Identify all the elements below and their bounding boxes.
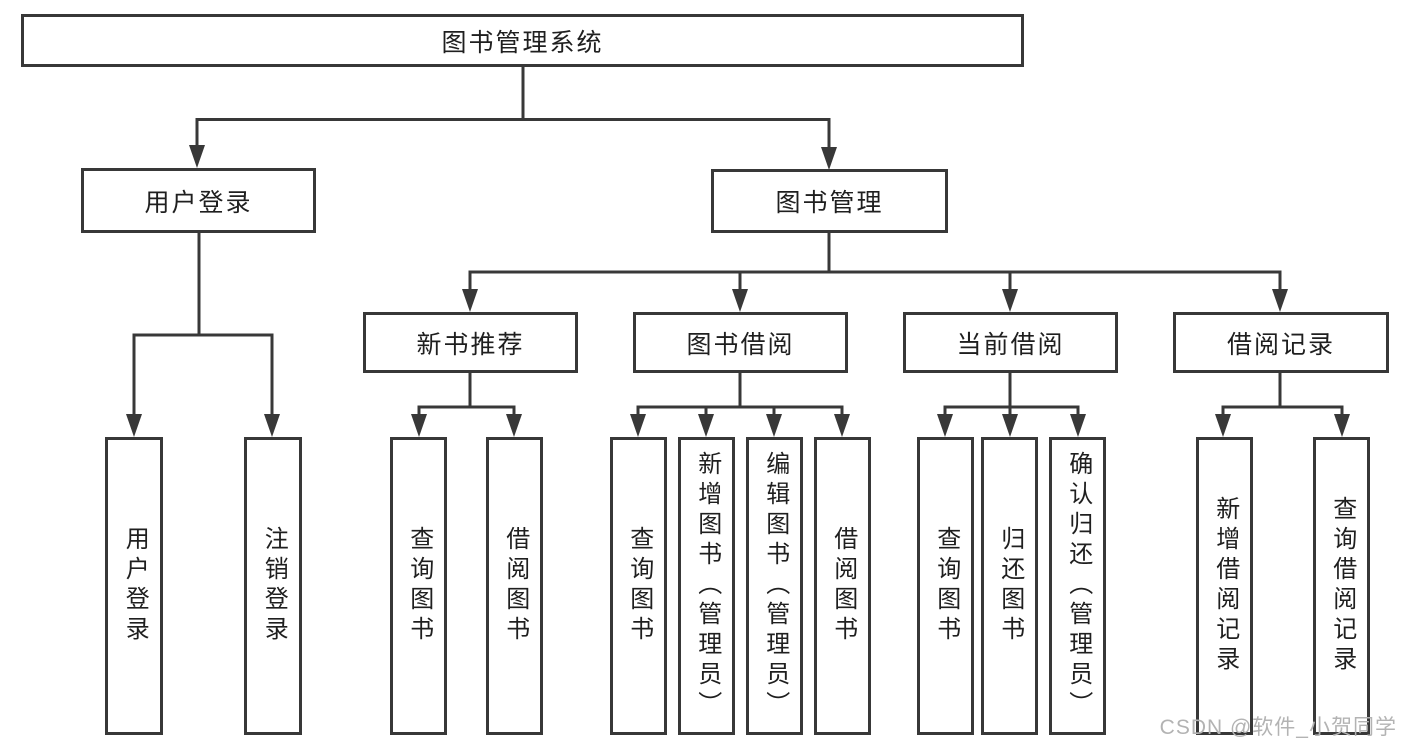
node-user-login-label: 用户登录	[144, 188, 253, 217]
node-book-management-label: 图书管理	[775, 189, 884, 217]
leaf-confirm-return-admin-label: 确认归还（管理员）	[1064, 451, 1092, 721]
leaf-borrow-books-recommend-label: 借阅图书	[501, 526, 529, 646]
leaf-add-borrow-record-label: 新增借阅记录	[1211, 496, 1239, 676]
leaf-return-books-label: 归还图书	[996, 526, 1024, 646]
leaf-borrow-books-recommend: 借阅图书	[486, 437, 543, 735]
leaf-query-borrow-record-label: 查询借阅记录	[1328, 496, 1356, 676]
node-book-borrowing-label: 图书借阅	[686, 330, 795, 359]
node-new-book-recommend-label: 新书推荐	[416, 330, 525, 359]
leaf-query-books-recommend: 查询图书	[390, 437, 447, 735]
leaf-borrow-books: 借阅图书	[814, 437, 871, 735]
leaf-add-borrow-record: 新增借阅记录	[1196, 437, 1253, 735]
leaf-add-book-admin: 新增图书（管理员）	[678, 437, 735, 735]
leaf-edit-book-admin: 编辑图书（管理员）	[746, 437, 803, 735]
leaf-query-books-borrowing-label: 查询图书	[625, 526, 653, 646]
node-root-label: 图书管理系统	[441, 28, 604, 57]
leaf-return-books: 归还图书	[981, 437, 1038, 735]
node-root: 图书管理系统	[21, 14, 1024, 67]
leaf-add-book-admin-label: 新增图书（管理员）	[693, 451, 721, 721]
node-user-login: 用户登录	[81, 168, 316, 233]
leaf-edit-book-admin-label: 编辑图书（管理员）	[761, 451, 789, 721]
node-book-management: 图书管理	[711, 169, 948, 233]
leaf-query-books-current-label: 查询图书	[932, 526, 960, 646]
node-new-book-recommend: 新书推荐	[363, 312, 578, 373]
leaf-query-borrow-record: 查询借阅记录	[1313, 437, 1370, 735]
node-current-borrowing-label: 当前借阅	[956, 330, 1065, 359]
node-book-borrowing: 图书借阅	[633, 312, 848, 373]
node-borrowing-records-label: 借阅记录	[1226, 330, 1335, 359]
leaf-user-login-label: 用户登录	[121, 526, 149, 646]
csdn-watermark: CSDN @软件_小贺同学	[1159, 716, 1397, 739]
leaf-logout-label: 注销登录	[260, 526, 288, 646]
leaf-borrow-books-label: 借阅图书	[829, 526, 857, 646]
node-current-borrowing: 当前借阅	[903, 312, 1118, 373]
leaf-query-books-current: 查询图书	[917, 437, 974, 735]
leaf-query-books-borrowing: 查询图书	[610, 437, 667, 735]
node-borrowing-records: 借阅记录	[1173, 312, 1389, 373]
leaf-user-login: 用户登录	[105, 437, 163, 735]
leaf-query-books-recommend-label: 查询图书	[405, 526, 433, 646]
leaf-logout: 注销登录	[244, 437, 302, 735]
leaf-confirm-return-admin: 确认归还（管理员）	[1049, 437, 1106, 735]
